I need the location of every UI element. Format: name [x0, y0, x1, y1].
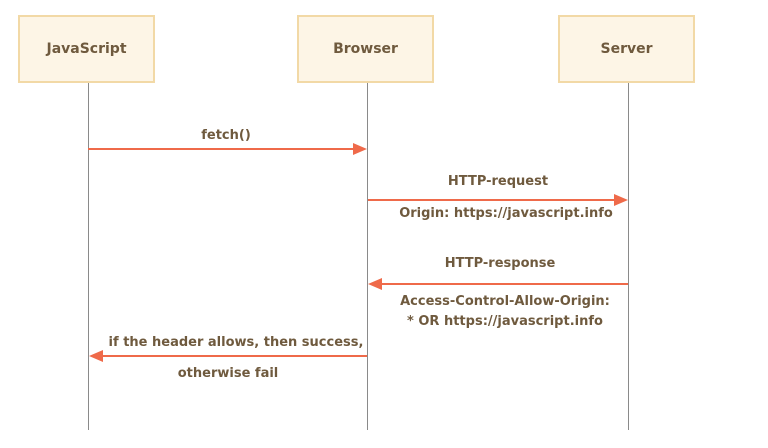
lifeline-javascript — [88, 83, 89, 430]
actor-server-label: Server — [600, 41, 653, 57]
actor-javascript: JavaScript — [18, 15, 155, 83]
acao-header-line2: * OR https://javascript.info — [407, 314, 603, 329]
fetch-label: fetch() — [201, 128, 251, 143]
lifeline-browser — [367, 83, 368, 430]
actor-javascript-label: JavaScript — [46, 41, 127, 57]
actor-browser-label: Browser — [333, 41, 398, 57]
arrow-fetch — [88, 143, 367, 155]
arrow-result — [89, 350, 367, 362]
lifeline-server — [628, 83, 629, 430]
result-label-line1: if the header allows, then success, — [108, 335, 364, 350]
http-response-label: HTTP-response — [444, 256, 556, 271]
result-label-line2: otherwise fail — [177, 366, 279, 381]
arrow-http-response — [368, 278, 628, 290]
origin-header-label: Origin: https://javascript.info — [399, 206, 613, 221]
actor-browser: Browser — [297, 15, 434, 83]
arrow-http-request — [368, 194, 628, 206]
actor-server: Server — [558, 15, 695, 83]
acao-header-line1: Access-Control-Allow-Origin: — [400, 294, 610, 309]
http-request-label: HTTP-request — [447, 174, 549, 189]
